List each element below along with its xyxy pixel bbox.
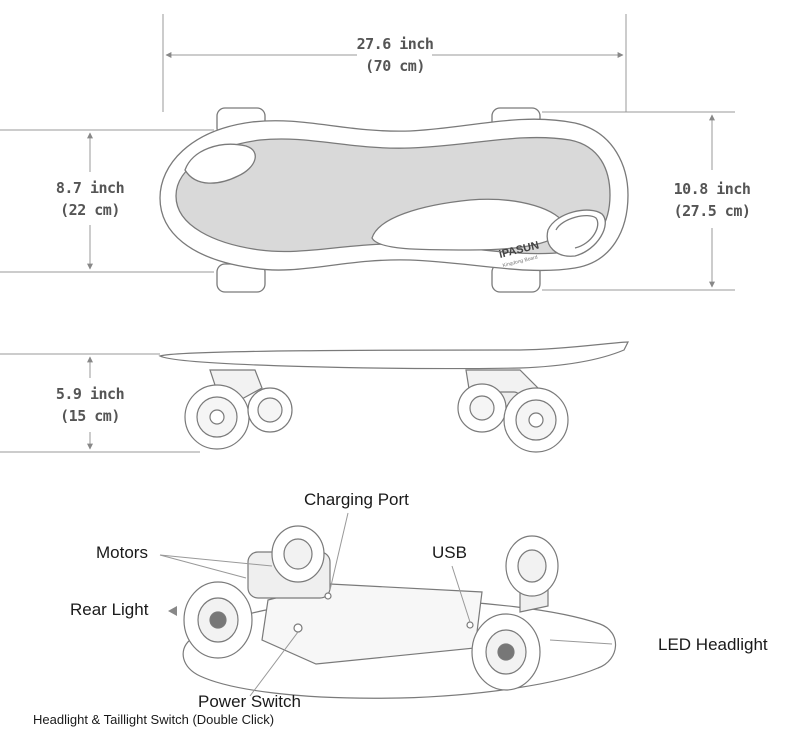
deck-cutout <box>184 143 256 184</box>
rear-wheel <box>271 525 325 583</box>
side-view <box>158 341 629 453</box>
height-metric: (15 cm) <box>60 407 120 425</box>
arrow-left-icon <box>168 606 177 616</box>
rear-light-label: Rear Light <box>70 600 149 619</box>
rear-wheel <box>183 581 253 659</box>
handle-slot <box>546 209 606 257</box>
nose-width-label: 8.7 inch (22 cm) <box>46 177 134 221</box>
tail-width-metric: (27.5 cm) <box>673 202 751 220</box>
charging-port-label: Charging Port <box>304 490 409 509</box>
top-view <box>159 107 629 293</box>
nose-width-metric: (22 cm) <box>60 201 120 219</box>
front-wheel <box>471 613 541 691</box>
deck-side <box>158 341 629 370</box>
charging-port-marker <box>324 592 332 600</box>
tail-width-imperial: 10.8 inch <box>673 180 751 198</box>
tail-width-label: 10.8 inch (27.5 cm) <box>664 178 760 222</box>
bottom-view <box>182 525 617 699</box>
length-label: 27.6 inch (70 cm) <box>355 33 435 77</box>
led-headlight-label: LED Headlight <box>658 635 768 654</box>
motors-label: Motors <box>96 543 148 562</box>
dimension-lines <box>0 14 735 453</box>
handle-slot-inner <box>555 215 599 249</box>
power-switch-label: Power Switch <box>198 692 301 711</box>
height-imperial: 5.9 inch <box>55 385 125 403</box>
usb-label: USB <box>432 543 467 562</box>
height-label: 5.9 inch (15 cm) <box>46 383 134 427</box>
power-switch-marker <box>293 623 303 633</box>
wheel-side <box>184 384 250 450</box>
power-switch-note: Headlight & Taillight Switch (Double Cli… <box>33 712 275 727</box>
wheel-side <box>247 387 293 433</box>
length-metric: (70 cm) <box>365 57 425 75</box>
usb-marker <box>466 621 474 629</box>
front-wheel <box>505 535 559 597</box>
wheel-side <box>503 387 569 453</box>
leader-lines <box>159 512 613 697</box>
nose-width-imperial: 8.7 inch <box>55 179 125 197</box>
wheel-side <box>457 383 507 433</box>
length-imperial: 27.6 inch <box>356 35 434 53</box>
